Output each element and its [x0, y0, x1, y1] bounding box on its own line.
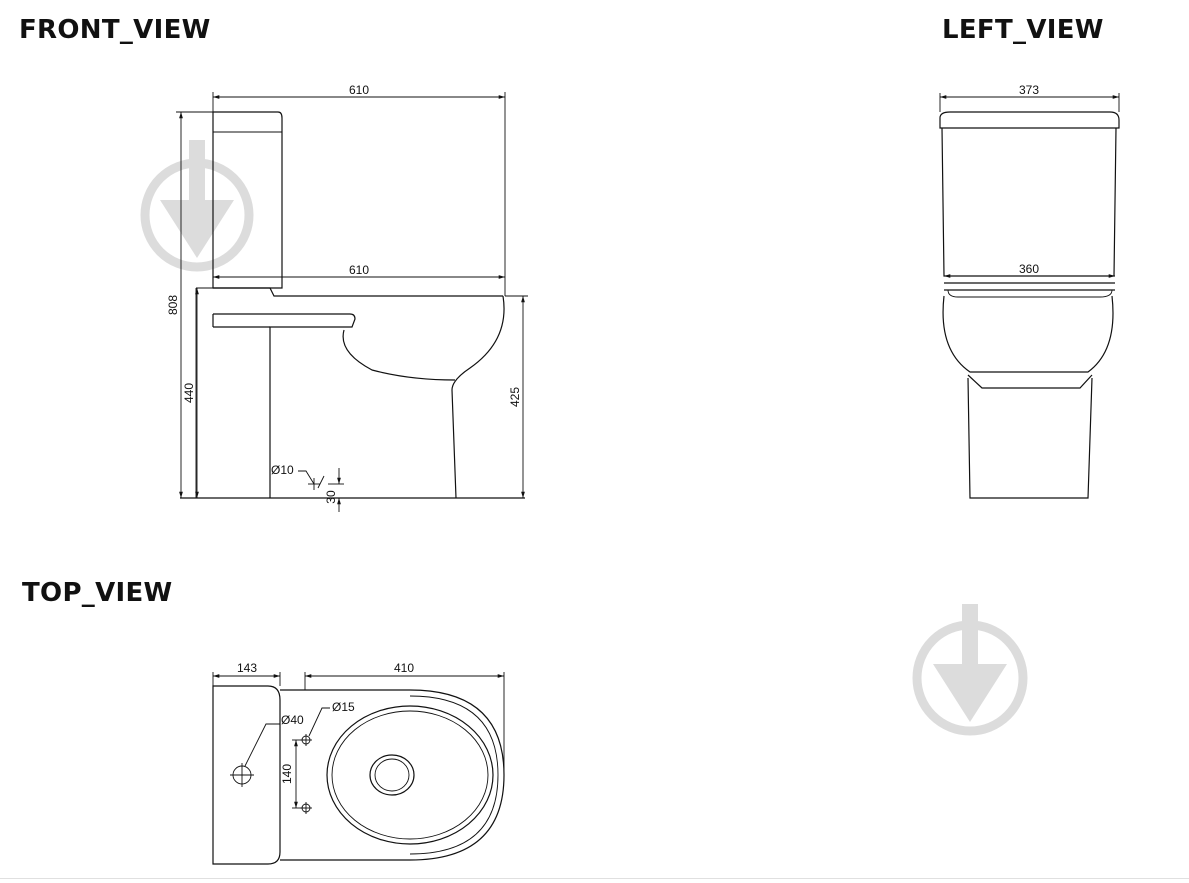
- dim-front-d10: Ø10: [271, 463, 294, 477]
- dim-front-808: 808: [166, 295, 180, 315]
- dim-top-410: 410: [394, 661, 414, 675]
- dim-front-mid-610: 610: [349, 263, 369, 277]
- dim-front-425: 425: [508, 387, 522, 407]
- dim-front-440: 440: [182, 383, 196, 403]
- left-view-drawing: [939, 93, 1120, 499]
- dim-top-143: 143: [237, 661, 257, 675]
- dim-top-d40: Ø40: [281, 713, 304, 727]
- front-view-drawing: [176, 92, 528, 512]
- watermark-download-icon: [140, 140, 254, 272]
- dim-left-373: 373: [1019, 83, 1039, 97]
- top-view-drawing: [212, 672, 505, 865]
- dim-top-d15: Ø15: [332, 700, 355, 714]
- watermark-download-icon: [912, 604, 1028, 736]
- dim-top-140: 140: [280, 764, 294, 784]
- dim-front-top-610: 610: [349, 83, 369, 97]
- left-view-title: LEFT_VIEW: [942, 15, 1104, 45]
- top-view-title: TOP_VIEW: [22, 578, 173, 608]
- dim-left-360: 360: [1019, 262, 1039, 276]
- dim-front-30: 30: [324, 490, 338, 504]
- bottom-divider: [0, 878, 1189, 879]
- front-view-title: FRONT_VIEW: [19, 15, 211, 45]
